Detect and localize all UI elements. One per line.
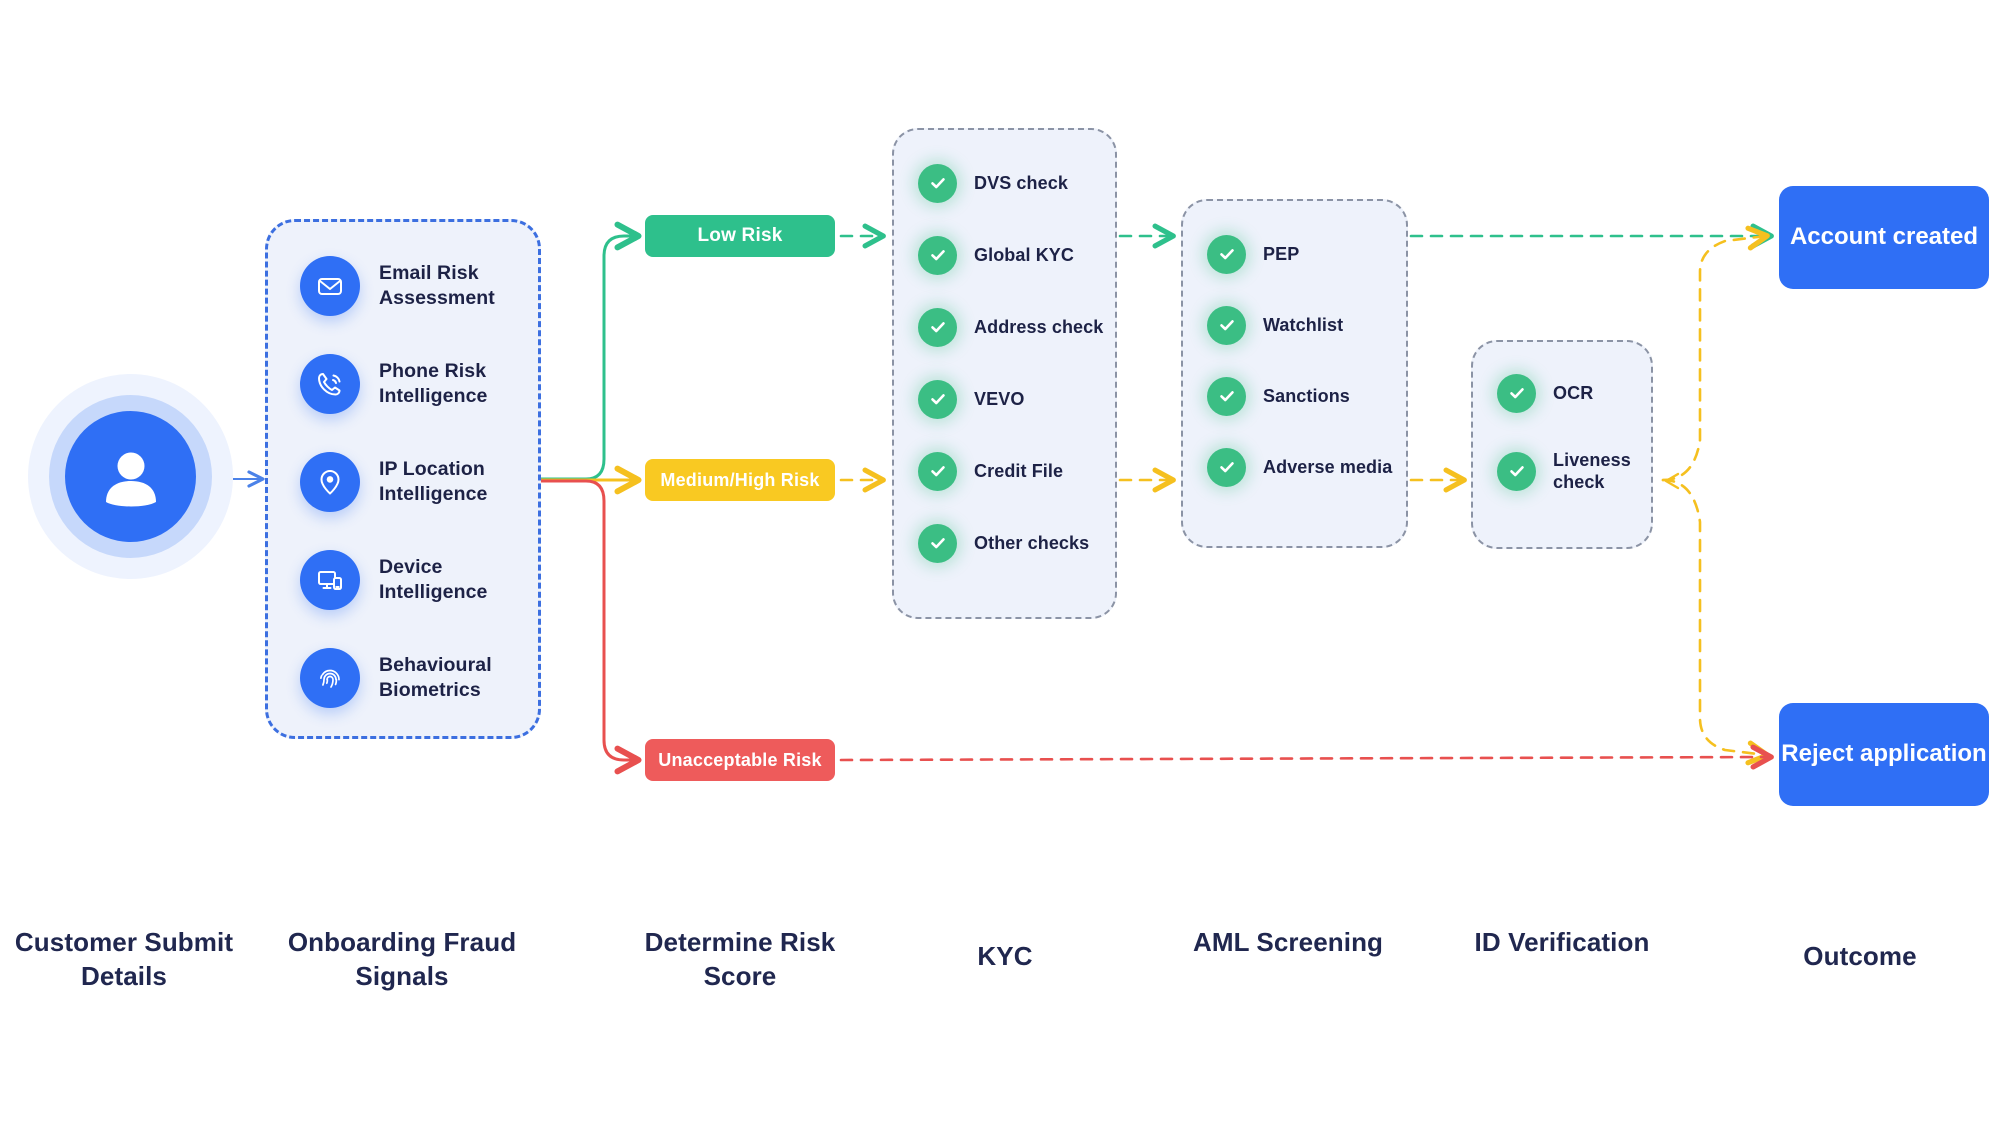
avatar-ring	[49, 395, 212, 558]
signal-item-email[interactable]: Email Risk Assessment	[268, 250, 538, 322]
check-circle-icon	[1207, 447, 1246, 487]
signal-label: Device Intelligence	[379, 556, 488, 603]
check-circle-icon	[1497, 451, 1536, 491]
check-label: Sanctions	[1263, 385, 1350, 406]
check-label: OCR	[1553, 382, 1594, 403]
id-verification-panel: OCR Liveness check	[1471, 340, 1653, 549]
location-pin-icon	[300, 452, 360, 512]
signal-item-biometrics[interactable]: Behavioural Biometrics	[268, 642, 538, 714]
kyc-check-item[interactable]: Address check	[894, 306, 1115, 348]
check-circle-icon	[1497, 373, 1536, 413]
check-label: Global KYC	[974, 244, 1075, 265]
check-label: VEVO	[974, 388, 1025, 409]
stage-label-id-verification: ID Verification	[1474, 927, 1650, 957]
wire-id-to-account-created	[1661, 225, 1770, 482]
wire-unacceptable-to-reject	[839, 744, 1774, 770]
check-label: Credit File	[974, 460, 1064, 481]
kyc-checks-panel: DVS check Global KYC Address check	[892, 128, 1117, 619]
risk-badge-unacceptable[interactable]: Unacceptable Risk	[645, 739, 835, 781]
signal-label: Behavioural Biometrics	[379, 654, 492, 701]
check-label: PEP	[1263, 243, 1300, 264]
check-label: Other checks	[974, 532, 1090, 553]
phone-icon	[300, 354, 360, 414]
user-avatar-icon	[65, 411, 196, 542]
check-label: Liveness check	[1553, 449, 1631, 493]
signal-label: Phone Risk Intelligence	[379, 360, 488, 407]
check-label: Address check	[974, 316, 1104, 337]
kyc-check-item[interactable]: Global KYC	[894, 234, 1115, 276]
outcome-reject-application[interactable]: Reject application	[1779, 703, 1989, 806]
email-icon	[300, 256, 360, 316]
wire-signals-to-unacceptable-risk	[539, 479, 642, 775]
kyc-check-item[interactable]: Credit File	[894, 450, 1115, 492]
check-circle-icon	[918, 523, 957, 563]
signal-item-ip-location[interactable]: IP Location Intelligence	[268, 446, 538, 518]
stage-label-outcome: Outcome	[1803, 941, 1917, 971]
id-check-item[interactable]: Liveness check	[1473, 450, 1651, 492]
signal-label: IP Location Intelligence	[379, 458, 488, 505]
signal-item-device[interactable]: Device Intelligence	[268, 544, 538, 616]
stage-label-aml-screening: AML Screening	[1192, 927, 1384, 957]
check-circle-icon	[918, 163, 957, 203]
signal-item-phone[interactable]: Phone Risk Intelligence	[268, 348, 538, 420]
check-circle-icon	[1207, 376, 1246, 416]
check-label: DVS check	[974, 172, 1068, 193]
stage-label-onboarding-fraud-signals: Onboarding Fraud Signals	[287, 927, 517, 991]
aml-check-item[interactable]: Adverse media	[1183, 446, 1406, 488]
risk-badge-medium-high[interactable]: Medium/High Risk	[645, 459, 835, 501]
check-circle-icon	[918, 307, 957, 347]
outcome-account-created[interactable]: Account created	[1779, 186, 1989, 289]
kyc-check-item[interactable]: DVS check	[894, 162, 1115, 204]
wire-id-to-reject	[1661, 478, 1770, 766]
check-circle-icon	[918, 235, 957, 275]
kyc-check-item[interactable]: VEVO	[894, 378, 1115, 420]
signal-label: Email Risk Assessment	[379, 262, 495, 309]
aml-check-item[interactable]: Watchlist	[1183, 304, 1406, 346]
check-circle-icon	[1207, 234, 1246, 274]
check-label: Adverse media	[1263, 456, 1393, 477]
risk-badge-low[interactable]: Low Risk	[645, 215, 835, 257]
aml-check-item[interactable]: PEP	[1183, 233, 1406, 275]
check-circle-icon	[918, 451, 957, 491]
stage-label-customer-submit-details: Customer Submit Details	[14, 927, 234, 991]
kyc-check-item[interactable]: Other checks	[894, 522, 1115, 564]
check-circle-icon	[1207, 305, 1246, 345]
stage-label-kyc: KYC	[977, 941, 1033, 971]
wire-id-hub-marker	[1664, 472, 1680, 490]
aml-check-item[interactable]: Sanctions	[1183, 375, 1406, 417]
device-icon	[300, 550, 360, 610]
id-check-item[interactable]: OCR	[1473, 372, 1651, 414]
check-label: Watchlist	[1263, 314, 1344, 335]
wire-signals-to-low-risk	[539, 221, 642, 481]
stage-label-determine-risk-score: Determine Risk Score	[644, 927, 836, 991]
onboarding-fraud-signals-panel: Email Risk Assessment Phone Risk Intelli…	[265, 219, 541, 739]
aml-screening-panel: PEP Watchlist Sanctions	[1181, 199, 1408, 548]
customer-avatar	[28, 374, 233, 579]
check-circle-icon	[918, 379, 957, 419]
fingerprint-icon	[300, 648, 360, 708]
